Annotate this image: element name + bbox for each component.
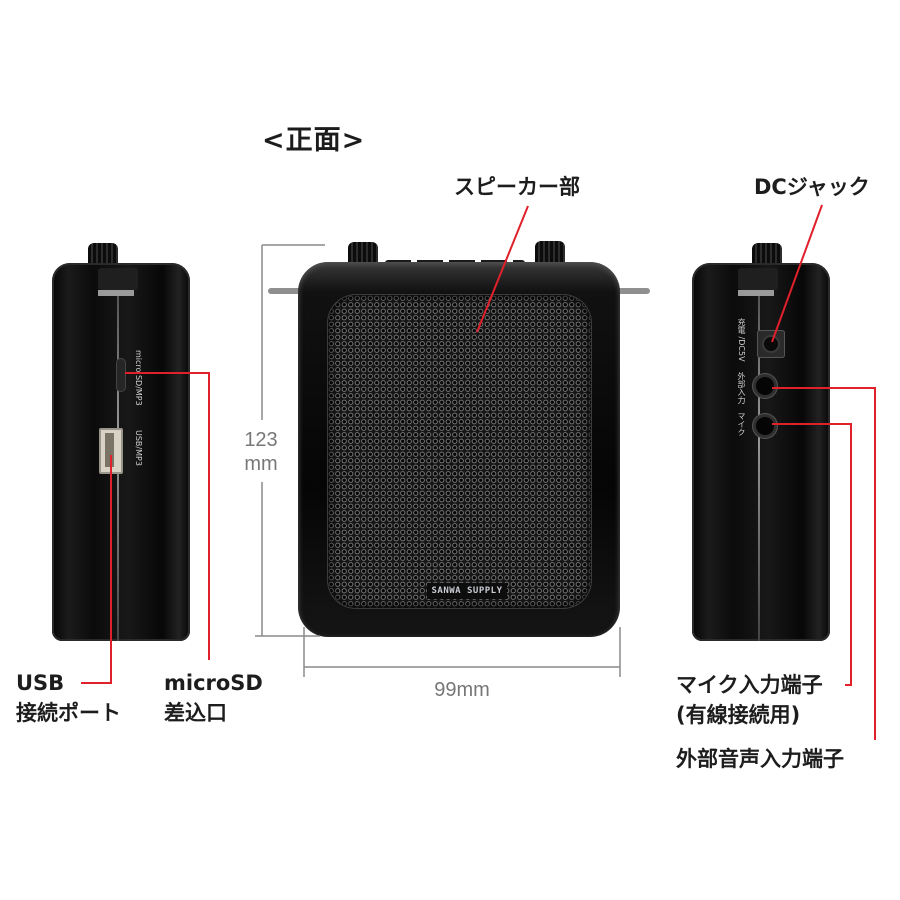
usb-label-line2: 接続ポート	[16, 701, 121, 725]
ext-port-label: 外部入力	[737, 372, 746, 404]
strap-hook-right	[612, 288, 650, 294]
strap-clip	[98, 268, 138, 290]
mic-port-label: マイク	[737, 412, 746, 436]
speaker-label: スピーカー部	[454, 175, 580, 199]
microsd-label-line1: microSD	[164, 671, 263, 695]
strap-clip-right	[738, 268, 778, 290]
speaker-grille	[328, 295, 591, 608]
mic-input-label: マイク入力端子 (有線接続用)	[676, 670, 823, 730]
brand-logo: SANWA SUPPLY	[427, 583, 507, 599]
body-seam-right	[758, 296, 760, 641]
usb-port-label: USB/MP3	[134, 430, 143, 466]
right-knob	[535, 241, 565, 265]
view-title: <正面>	[262, 125, 366, 156]
strap-bar	[98, 290, 134, 296]
width-dimension-label: 99mm	[434, 679, 490, 701]
strap-bar-right	[738, 290, 774, 296]
dc-jack-label: DCジャック	[754, 175, 870, 199]
usb-port-label-title: USB 接続ポート	[16, 668, 121, 728]
device-right-body	[692, 263, 830, 641]
mic-label-line2: (有線接続用)	[676, 703, 801, 727]
dc-port-label: 充電 /DC5V	[737, 318, 746, 362]
mic-label-line1: マイク入力端子	[676, 673, 823, 697]
height-dimension-label: 123 mm	[236, 428, 286, 476]
microsd-slot[interactable]	[116, 358, 126, 392]
external-input-jack[interactable]	[756, 377, 774, 395]
sd-port-label: micro SD/MP3	[134, 350, 143, 406]
mic-input-jack[interactable]	[756, 417, 774, 435]
usb-port[interactable]	[99, 428, 123, 474]
microsd-label: microSD 差込口	[164, 668, 263, 728]
usb-label-line1: USB	[16, 671, 65, 695]
height-unit: mm	[244, 453, 278, 475]
dc-jack[interactable]	[757, 330, 785, 358]
microsd-label-line2: 差込口	[164, 701, 227, 725]
external-audio-label: 外部音声入力端子	[676, 747, 844, 771]
strap-hook-left	[268, 288, 306, 294]
height-value: 123	[244, 429, 278, 451]
